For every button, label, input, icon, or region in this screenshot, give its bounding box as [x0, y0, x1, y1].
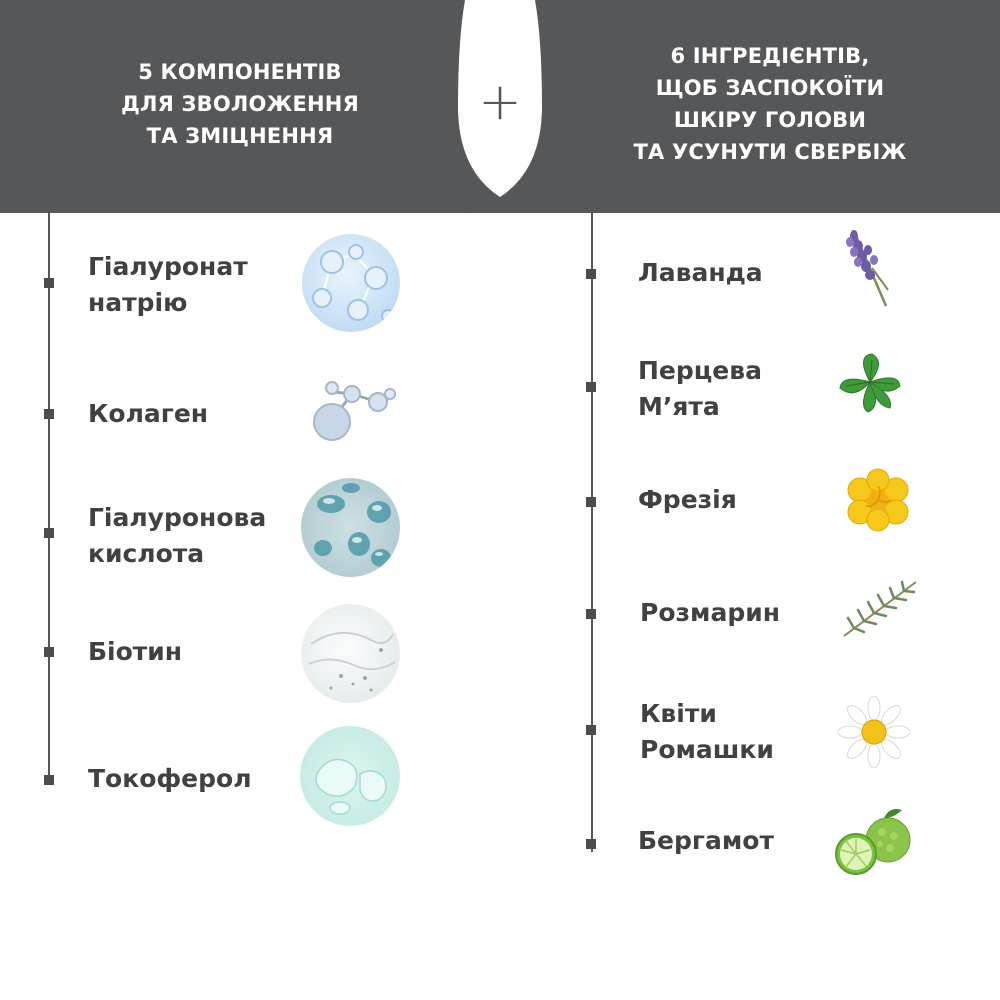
item-label-hyaluronic-acid: Гіалуронова кислота: [88, 503, 267, 568]
item-label-collagen: Колаген: [88, 399, 209, 428]
left-marker-4: [44, 647, 54, 657]
chamomile-icon: [838, 696, 910, 768]
item-label-lavender: Лаванда: [638, 258, 763, 287]
left-marker-3: [44, 528, 54, 538]
left-timeline-line: [48, 212, 50, 780]
left-marker-5: [44, 775, 54, 785]
bergamot-icon: [835, 809, 911, 875]
left-marker-1: [44, 278, 54, 288]
item-label-sodium-hyaluronate: Гіалуронат натрію: [88, 252, 248, 317]
right-marker-1: [586, 269, 596, 279]
right-marker-3: [586, 497, 596, 507]
item-label-freesia: Фрезія: [638, 485, 737, 514]
right-timeline-line: [591, 212, 593, 852]
item-label-rosemary: Розмарин: [640, 598, 781, 627]
lavender-icon: [846, 230, 889, 307]
mint-icon: [839, 353, 901, 413]
item-label-bergamot: Бергамот: [638, 826, 774, 855]
aqua-drops-icon: [300, 726, 400, 826]
item-label-biotin: Біотин: [88, 637, 183, 666]
left-marker-2: [44, 409, 54, 419]
right-marker-6: [586, 839, 596, 849]
right-marker-2: [586, 382, 596, 392]
molecule-bubbles-icon: [302, 234, 400, 332]
item-label-tocopherol: Токоферол: [88, 764, 252, 793]
item-label-peppermint: Перцева М’ята: [638, 356, 762, 421]
teal-bubbles-icon: [301, 478, 400, 577]
molecule-structure-icon: [300, 356, 400, 456]
plus-icon: +: [478, 72, 522, 132]
left-header-title: 5 КОМПОНЕНТІВ ДЛЯ ЗВОЛОЖЕННЯ ТА ЗМІЦНЕНН…: [121, 60, 359, 148]
clear-gel-icon: [301, 604, 400, 703]
rosemary-icon: [843, 580, 917, 637]
right-header-title: 6 ІНГРЕДІЄНТІВ, ЩОБ ЗАСПОКОЇТИ ШКІРУ ГОЛ…: [633, 44, 907, 164]
freesia-flower-icon: [847, 468, 909, 532]
item-label-chamomile: Квіти Ромашки: [640, 699, 774, 764]
right-marker-5: [586, 725, 596, 735]
right-marker-4: [586, 609, 596, 619]
header-banner: [0, 0, 1000, 213]
